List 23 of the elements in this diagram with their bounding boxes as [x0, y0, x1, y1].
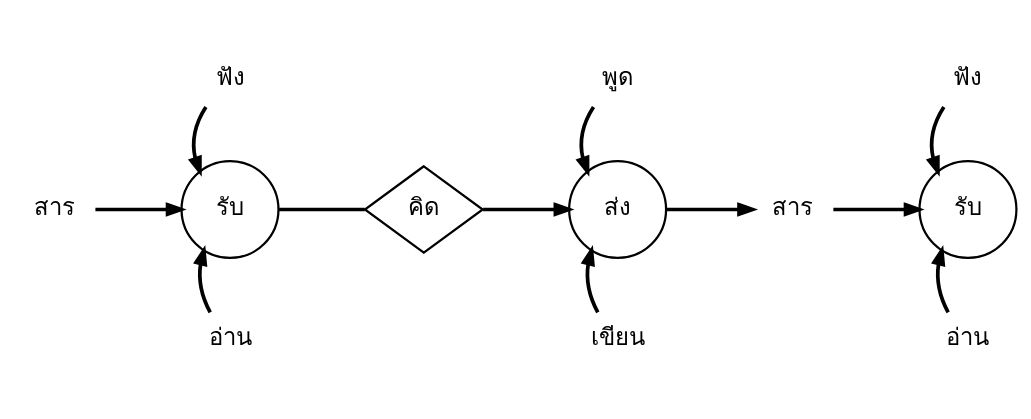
arrow [666, 202, 759, 217]
arrow [483, 202, 575, 217]
arrow [95, 202, 187, 217]
node-diamond: คิด [363, 164, 485, 255]
arrow [187, 106, 208, 177]
arrow [833, 202, 925, 217]
node-text: ฟัง [953, 63, 983, 92]
connector [278, 207, 365, 212]
node-circle: ส่ง [568, 159, 668, 260]
node-text: เขียน [590, 322, 645, 351]
node-text: อ่าน [208, 322, 252, 351]
node-text: พูด [602, 63, 634, 92]
node-text: อ่าน [946, 322, 990, 351]
node-text: สาร [34, 193, 76, 222]
arrow [931, 245, 950, 314]
node-text: ฟัง [215, 63, 245, 92]
arrow [925, 106, 946, 177]
arrow [575, 106, 596, 177]
arrow [580, 245, 600, 314]
node-text: สาร [772, 193, 814, 222]
node-circle: รับ [180, 159, 280, 260]
node-circle: รับ [918, 159, 1018, 260]
arrow [193, 245, 212, 314]
